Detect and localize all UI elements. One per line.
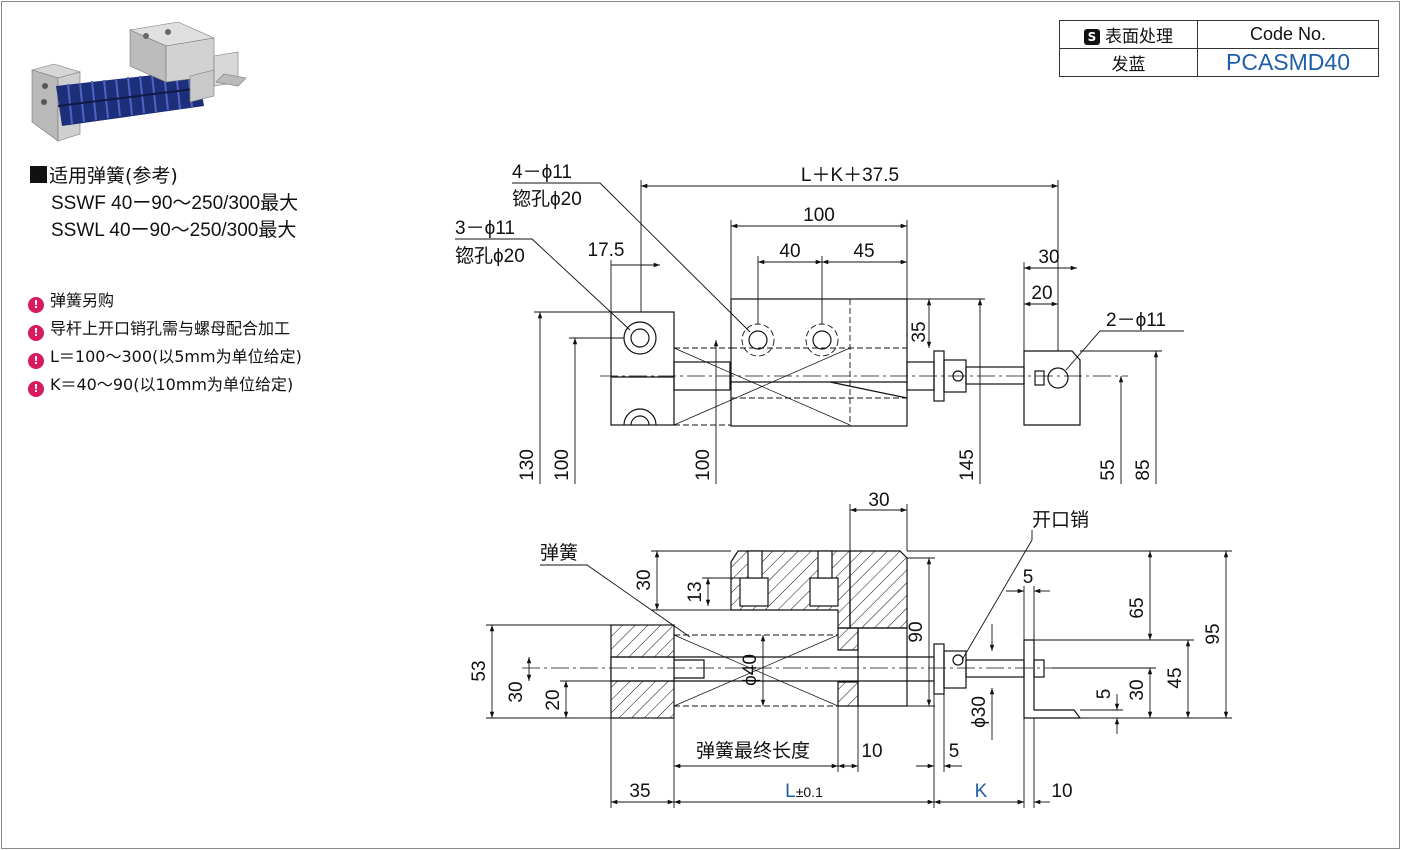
dim-145: 145 xyxy=(957,449,978,481)
dim-30-section-left: 30 xyxy=(634,569,655,590)
dim-L: L±0.1 xyxy=(785,781,823,802)
label-spring-final: 弹簧最终长度 xyxy=(696,740,810,762)
dim-40: 40 xyxy=(779,241,800,262)
code-value: PCASMD40 xyxy=(1197,48,1379,77)
springs-section: 适用弹簧(参考) SSWF 40ー90～250/300最大 SSWL 40ー90… xyxy=(30,163,298,244)
dim-30-right: 30 xyxy=(1127,679,1148,700)
dim-10-right: 10 xyxy=(1051,781,1072,802)
dim-45: 45 xyxy=(853,241,874,262)
dim-35: 35 xyxy=(629,781,650,802)
top-view xyxy=(600,298,1128,427)
center-body-outline xyxy=(730,298,908,427)
note-text: L＝100～300(以5mm为单位给定) xyxy=(50,347,302,366)
dim-100-left: 100 xyxy=(552,449,573,481)
label-4holes-sub: 锪孔ϕ20 xyxy=(512,188,582,210)
dim-90: 90 xyxy=(906,621,927,642)
note-item: ! L＝100～300(以5mm为单位给定) xyxy=(28,343,302,371)
square-bullet-icon xyxy=(30,166,47,183)
dim-L-letter: L xyxy=(785,781,796,802)
label-3holes-sub: 锪孔ϕ20 xyxy=(455,245,525,267)
springs-title: 适用弹簧(参考) xyxy=(49,165,178,187)
dim-30-top: 30 xyxy=(1038,247,1059,268)
lightbulb-icon: ! xyxy=(28,325,44,341)
dim-5-mid: 5 xyxy=(949,741,960,762)
lightbulb-icon: ! xyxy=(28,381,44,397)
dim-95: 95 xyxy=(1203,623,1224,644)
dim-20-top: 20 xyxy=(1031,283,1052,304)
label-spring: 弹簧 xyxy=(540,542,578,564)
product-photo xyxy=(30,21,247,142)
dim-53: 53 xyxy=(469,660,490,681)
note-item: ! 导杆上开口销孔需与螺母配合加工 xyxy=(28,315,302,343)
dim-13: 13 xyxy=(685,581,706,602)
label-pin: 开口销 xyxy=(1032,509,1089,531)
note-text: 弹簧另购 xyxy=(50,291,115,310)
dim-45: 45 xyxy=(1165,667,1186,688)
spring-item: SSWF 40ー90～250/300最大 xyxy=(51,193,299,214)
dim-17-5: 17.5 xyxy=(588,240,625,261)
label-2holes: 2－ϕ11 xyxy=(1106,310,1166,331)
dim-10-mid: 10 xyxy=(861,741,882,762)
dim-K: K xyxy=(975,781,988,802)
dim-L-tolerance: ±0.1 xyxy=(796,784,823,800)
dim-35-top: 35 xyxy=(909,321,930,342)
dim-55: 55 xyxy=(1098,459,1119,480)
dim-100-mid: 100 xyxy=(693,449,714,481)
dim-5-top: 5 xyxy=(1023,567,1034,588)
notes-list: ! 弹簧另购 ! 导杆上开口销孔需与螺母配合加工 ! L＝100～300(以5mm为单… xyxy=(28,287,302,399)
note-item: ! 弹簧另购 xyxy=(28,287,302,315)
spring-coils xyxy=(56,70,204,126)
dim-total: L＋K＋37.5 xyxy=(801,165,899,186)
spring-item: SSWL 40ー90～250/300最大 xyxy=(51,220,297,241)
dim-130: 130 xyxy=(517,449,538,481)
dim-phi40: ϕ40 xyxy=(740,654,761,686)
spec-table: S 表面处理 Code No. 发蓝 PCASMD40 xyxy=(1059,20,1379,77)
code-header: Code No. xyxy=(1197,20,1379,49)
note-text: 导杆上开口销孔需与螺母配合加工 xyxy=(50,319,291,338)
dim-85: 85 xyxy=(1133,459,1154,480)
treatment-header-label: 表面处理 xyxy=(1105,27,1173,47)
dim-65: 65 xyxy=(1127,597,1148,618)
s-badge-icon: S xyxy=(1084,29,1100,45)
dim-5-small: 5 xyxy=(1094,689,1115,700)
treatment-value: 发蓝 xyxy=(1059,48,1198,77)
dim-100: 100 xyxy=(803,205,835,226)
label-4holes: 4－ϕ11 xyxy=(512,162,572,183)
note-text: K＝40～90(以10mm为单位给定) xyxy=(50,375,294,394)
dim-20-section: 20 xyxy=(543,689,564,710)
dim-30-section-b: 30 xyxy=(506,681,527,702)
note-item: ! K＝40～90(以10mm为单位给定) xyxy=(28,371,302,399)
label-3holes: 3－ϕ11 xyxy=(455,218,515,239)
section-view xyxy=(522,550,1082,719)
lightbulb-icon: ! xyxy=(28,353,44,369)
dim-30-section-top: 30 xyxy=(868,490,889,511)
dim-phi30: ϕ30 xyxy=(969,696,990,728)
lightbulb-icon: ! xyxy=(28,297,44,313)
